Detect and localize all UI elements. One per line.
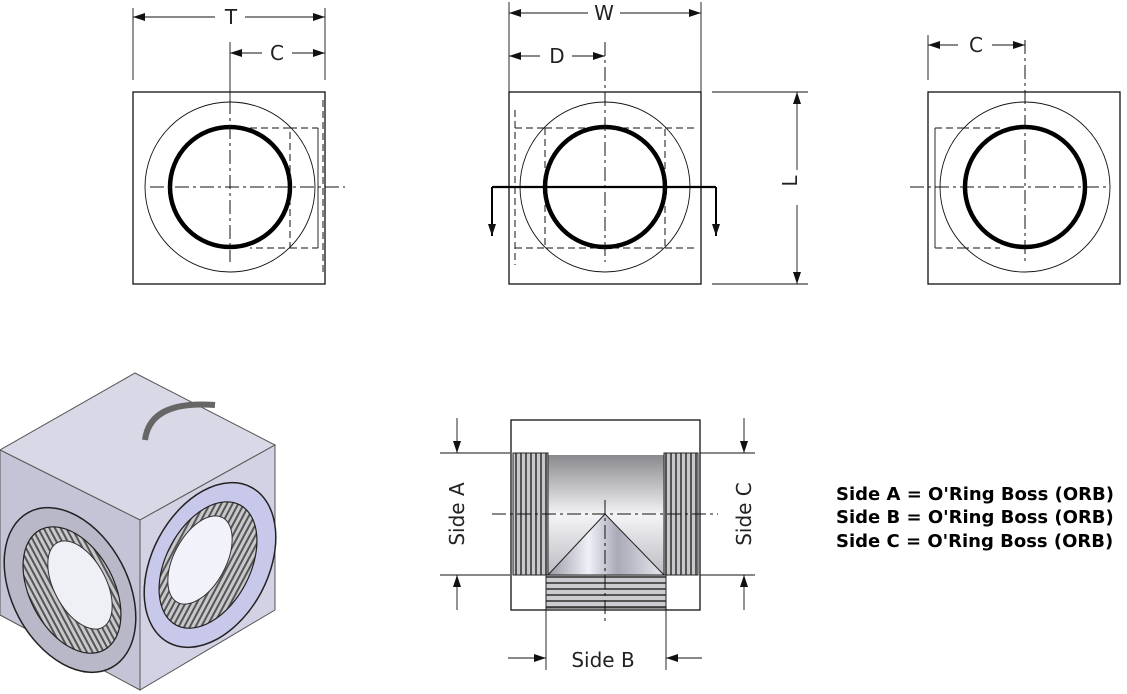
side-view: C bbox=[910, 33, 1121, 285]
side-a-label: Side A bbox=[445, 482, 469, 546]
side-b-label: Side B bbox=[571, 648, 634, 672]
isometric-view bbox=[0, 372, 277, 691]
top-view: W D L bbox=[488, 1, 808, 285]
dim-w-label: W bbox=[594, 1, 614, 25]
legend-side-b: Side B = O'Ring Boss (ORB) bbox=[836, 507, 1114, 528]
dim-c-label: C bbox=[270, 41, 284, 65]
legend-side-c: Side C = O'Ring Boss (ORB) bbox=[836, 531, 1113, 552]
side-c-label: Side C bbox=[732, 482, 756, 546]
dim-l-label: L bbox=[778, 175, 802, 187]
section-view: Side A Side C Side B bbox=[440, 418, 756, 672]
legend: Side A = O'Ring Boss (ORB) Side B = O'Ri… bbox=[836, 484, 1114, 552]
body-outline bbox=[927, 91, 1121, 285]
dim-t-label: T bbox=[224, 5, 238, 29]
front-view: T C bbox=[132, 5, 345, 285]
body-outline bbox=[132, 91, 326, 285]
dim-d-label: D bbox=[549, 44, 564, 68]
legend-side-a: Side A = O'Ring Boss (ORB) bbox=[836, 484, 1114, 505]
dim-c-label: C bbox=[969, 33, 983, 57]
